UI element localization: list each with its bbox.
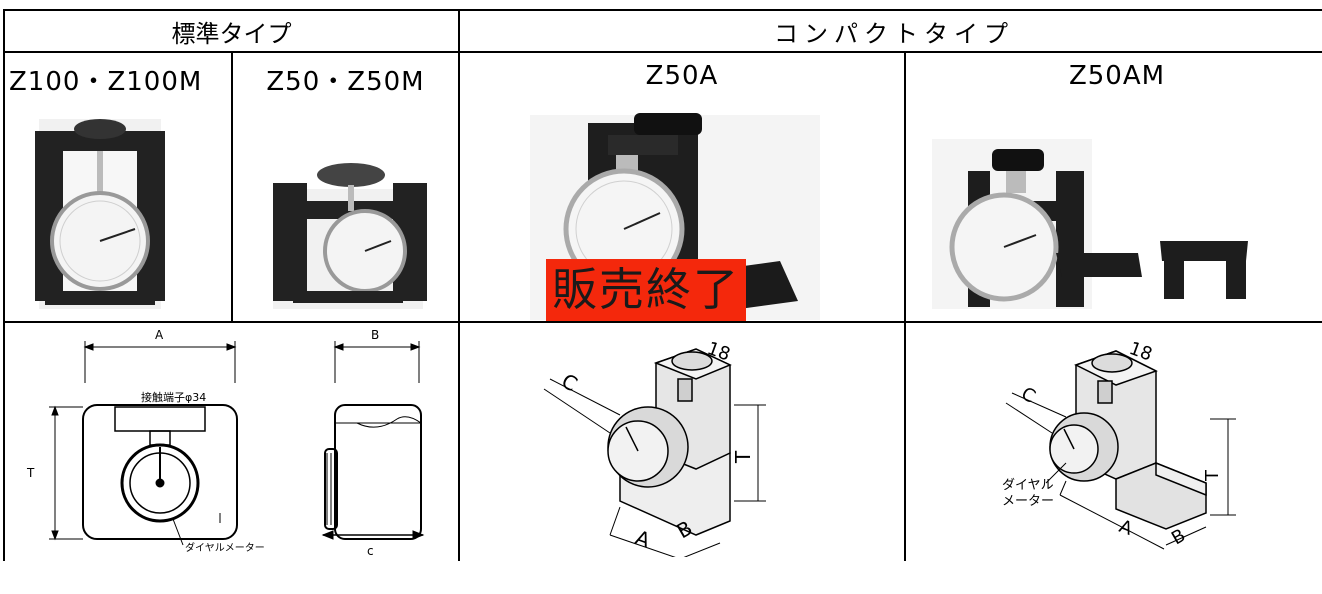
photo-z50	[233, 101, 458, 321]
cell-z50a-diagram: C 18 T A B	[458, 321, 906, 561]
std-dial-meter-label: ダイヤルメーター	[185, 541, 265, 554]
z50am-dial-meter-line1: ダイヤル	[1002, 478, 1054, 493]
std-dim-t: T	[26, 466, 35, 480]
compact-type-header: コンパクトタイプ	[458, 9, 1322, 53]
sold-out-badge: 販売終了	[546, 259, 747, 321]
cell-z50am: Z50AM	[904, 51, 1322, 323]
standard-type-header: 標準タイプ	[3, 9, 460, 53]
cell-standard-diagram: A B T c 接触端子φ34 ダイヤルメーター	[3, 321, 460, 561]
model-name-z50a: Z50A	[645, 61, 719, 91]
z100-product-image	[35, 119, 165, 309]
std-dim-b: B	[371, 328, 379, 342]
compact-type-label: コンパクトタイプ	[774, 19, 1014, 48]
model-name-z50am: Z50AM	[1068, 61, 1166, 91]
std-dim-a: A	[155, 328, 164, 342]
std-dim-c: c	[367, 544, 374, 557]
z50a-dim-c: C	[558, 369, 582, 397]
z50am-dimension-diagram: C 18 T A B ダイヤル メーター	[1002, 338, 1236, 550]
cell-z50a: Z50A 販売終了	[458, 51, 906, 323]
z50am-product-image	[932, 139, 1248, 309]
photo-row: Z100・Z100M Z50・Z50M	[3, 51, 1322, 323]
z50a-dim-t: T	[731, 450, 755, 464]
diagram-row: A B T c 接触端子φ34 ダイヤルメーター	[3, 321, 1322, 561]
model-comparison-table: 標準タイプ コンパクトタイプ Z100・Z100M	[3, 9, 1322, 561]
photo-z100	[5, 101, 231, 321]
z50am-dial-meter-line2: メーター	[1002, 494, 1054, 509]
z50-product-image	[273, 163, 427, 309]
std-contact-label: 接触端子φ34	[141, 390, 206, 404]
standard-dimension-diagram: A B T c 接触端子φ34 ダイヤルメーター	[26, 328, 425, 558]
photo-z50am	[906, 101, 1322, 321]
photo-z50a: 販売終了	[460, 101, 904, 321]
model-name-z100: Z100・Z100M	[9, 67, 203, 97]
cell-z100: Z100・Z100M	[3, 51, 233, 323]
cell-z50: Z50・Z50M	[231, 51, 460, 323]
model-name-z50: Z50・Z50M	[266, 67, 425, 97]
z50am-dim-b: B	[1168, 525, 1189, 549]
type-header-row: 標準タイプ コンパクトタイプ	[3, 9, 1322, 53]
cell-z50am-diagram: C 18 T A B ダイヤル メーター	[904, 321, 1322, 561]
z50a-dimension-diagram: C 18 T A B	[543, 338, 766, 560]
z50am-dim-a: A	[1116, 516, 1135, 540]
z50am-dim-t: T	[1202, 469, 1223, 482]
